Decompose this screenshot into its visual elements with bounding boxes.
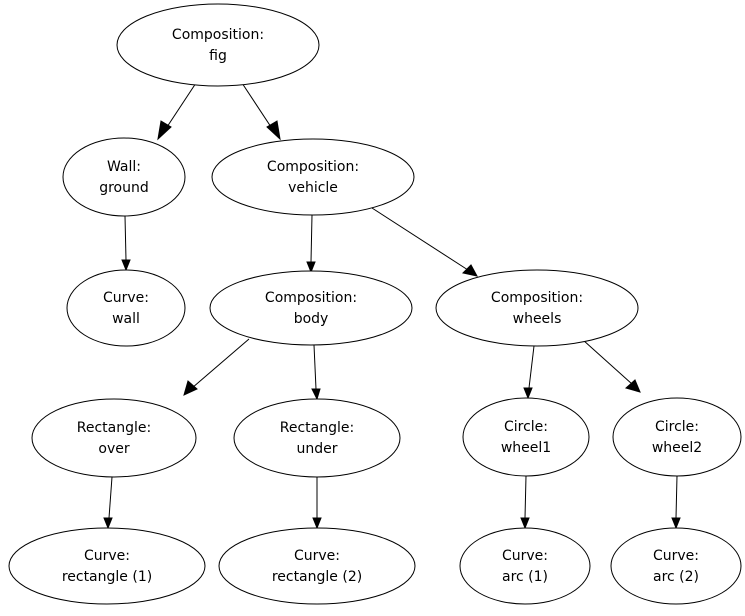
edge-wheels-to-wheel2 <box>582 339 641 393</box>
graph-node-ground[interactable]: Wall: ground <box>62 137 186 217</box>
graph-node-arc1[interactable]: Curve: arc (1) <box>459 527 591 605</box>
node-ellipse-vehicle[interactable] <box>211 138 415 216</box>
edge-wheel1-to-arc1 <box>520 475 530 530</box>
edge-under-to-rectangle2 <box>312 477 322 530</box>
edge-line <box>191 338 250 389</box>
node-label-name-rectangle2: rectangle (2) <box>272 569 362 585</box>
edge-line <box>310 214 313 263</box>
edge-over-to-rectangle1 <box>103 476 113 530</box>
graph-node-wheel2[interactable]: Circle: wheel2 <box>612 397 742 477</box>
graph-node-body[interactable]: Composition: body <box>209 270 413 346</box>
node-ellipse-body[interactable] <box>209 270 413 346</box>
node-label-type-over: Rectangle: <box>77 420 151 436</box>
node-ellipse-rectangle1[interactable] <box>8 527 206 605</box>
node-label-name-fig: fig <box>209 48 227 64</box>
arrowhead-icon <box>671 517 681 530</box>
node-label-name-wall: wall <box>112 311 140 327</box>
node-ellipse-wheel2[interactable] <box>612 397 742 477</box>
edge-wheel2-to-arc2 <box>671 475 681 530</box>
edge-line <box>371 207 469 271</box>
graph-node-rectangle1[interactable]: Curve: rectangle (1) <box>8 527 206 605</box>
node-ellipse-over[interactable] <box>31 398 197 478</box>
edge-line <box>241 82 274 131</box>
arrowhead-icon <box>266 120 281 141</box>
graph-node-wall[interactable]: Curve: wall <box>66 269 186 347</box>
node-ellipse-wall[interactable] <box>66 269 186 347</box>
node-label-name-wheel1: wheel1 <box>501 440 551 456</box>
node-label-type-fig: Composition: <box>172 27 264 43</box>
node-ellipse-under[interactable] <box>233 398 401 478</box>
node-label-name-arc2: arc (2) <box>653 569 699 585</box>
graph-node-fig[interactable]: Composition: fig <box>116 3 320 87</box>
node-label-name-arc1: arc (1) <box>502 569 548 585</box>
arrowhead-icon <box>523 387 533 400</box>
edge-ground-to-wall <box>121 215 131 272</box>
arrowhead-icon <box>306 261 316 274</box>
edge-line <box>313 344 317 390</box>
edge-vehicle-to-body <box>306 214 316 274</box>
arrowhead-icon <box>312 517 322 530</box>
arrowhead-icon <box>103 517 113 530</box>
node-label-type-arc1: Curve: <box>502 548 548 564</box>
edge-wheels-to-wheel1 <box>523 345 535 400</box>
node-label-type-ground: Wall: <box>107 159 141 175</box>
graph-node-wheels[interactable]: Composition: wheels <box>435 269 639 347</box>
node-label-type-rectangle2: Curve: <box>294 548 340 564</box>
nodes-layer: Composition:figWall:groundComposition:ve… <box>8 3 742 605</box>
graph-node-arc2[interactable]: Curve: arc (2) <box>610 527 742 605</box>
arrowhead-icon <box>624 379 641 393</box>
edge-fig-to-ground <box>157 82 197 141</box>
graph-node-vehicle[interactable]: Composition: vehicle <box>211 138 415 216</box>
node-label-type-wheels: Composition: <box>491 290 583 306</box>
edge-line <box>108 476 113 519</box>
edge-line <box>124 215 127 261</box>
node-label-type-wheel1: Circle: <box>504 419 548 435</box>
edge-vehicle-to-wheels <box>371 207 478 277</box>
node-ellipse-rectangle2[interactable] <box>218 527 416 605</box>
node-ellipse-wheels[interactable] <box>435 269 639 347</box>
node-ellipse-arc1[interactable] <box>459 527 591 605</box>
edge-fig-to-vehicle <box>241 82 281 141</box>
graph-node-wheel1[interactable]: Circle: wheel1 <box>462 397 590 477</box>
node-ellipse-fig[interactable] <box>116 3 320 87</box>
node-ellipse-ground[interactable] <box>62 137 186 217</box>
node-label-type-wall: Curve: <box>103 290 149 306</box>
arrowhead-icon <box>461 264 478 277</box>
edge-line <box>524 475 527 519</box>
graph-node-over[interactable]: Rectangle: over <box>31 398 197 478</box>
arrowhead-icon <box>183 380 198 396</box>
edges-layer <box>103 82 681 530</box>
node-label-type-arc2: Curve: <box>653 548 699 564</box>
arrowhead-icon <box>311 388 321 401</box>
edge-body-to-over <box>183 338 250 396</box>
node-label-name-under: under <box>296 441 337 457</box>
arrowhead-icon <box>157 120 172 141</box>
node-ellipse-wheel1[interactable] <box>462 397 590 477</box>
edge-line <box>164 82 197 131</box>
node-label-name-wheel2: wheel2 <box>652 440 702 456</box>
node-label-type-wheel2: Circle: <box>655 419 699 435</box>
node-label-type-vehicle: Composition: <box>267 159 359 175</box>
node-label-name-vehicle: vehicle <box>288 180 338 196</box>
graph-node-under[interactable]: Rectangle: under <box>233 398 401 478</box>
node-label-name-wheels: wheels <box>513 311 562 327</box>
edge-body-to-under <box>311 344 321 401</box>
arrowhead-icon <box>121 259 131 272</box>
arrowhead-icon <box>520 517 530 530</box>
edge-line <box>528 345 535 389</box>
node-ellipse-arc2[interactable] <box>610 527 742 605</box>
node-label-type-under: Rectangle: <box>280 420 354 436</box>
node-label-name-over: over <box>98 441 129 457</box>
node-label-name-rectangle1: rectangle (1) <box>62 569 152 585</box>
node-label-type-rectangle1: Curve: <box>84 548 130 564</box>
graph-node-rectangle2[interactable]: Curve: rectangle (2) <box>218 527 416 605</box>
node-label-type-body: Composition: <box>265 290 357 306</box>
node-label-name-body: body <box>294 311 329 327</box>
edge-line <box>675 475 678 519</box>
edge-line <box>582 339 633 385</box>
node-label-name-ground: ground <box>99 180 149 196</box>
